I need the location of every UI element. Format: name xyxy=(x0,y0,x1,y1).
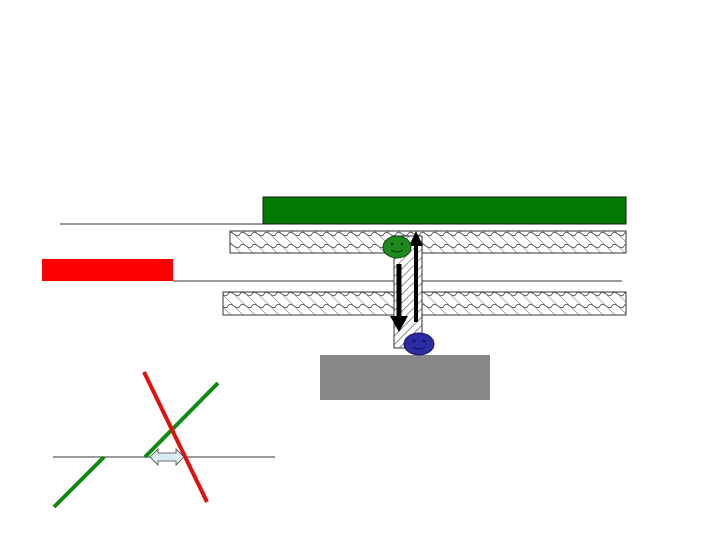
green-line-left-segment xyxy=(52,455,106,509)
blue-smiley-face-icon xyxy=(403,332,435,356)
upper-hatched-layer xyxy=(229,230,627,254)
green-line-right-segment xyxy=(143,381,220,459)
upper-green-band xyxy=(262,196,627,225)
lower-red-band xyxy=(42,259,173,281)
arrow-up-icon xyxy=(409,231,423,322)
red-line xyxy=(142,371,209,503)
green-smiley-face-icon xyxy=(382,235,412,259)
junction-block xyxy=(320,355,490,400)
arrow-down-icon xyxy=(390,264,408,332)
lower-hatched-layer xyxy=(222,291,627,316)
double-arrow-icon xyxy=(149,448,185,466)
